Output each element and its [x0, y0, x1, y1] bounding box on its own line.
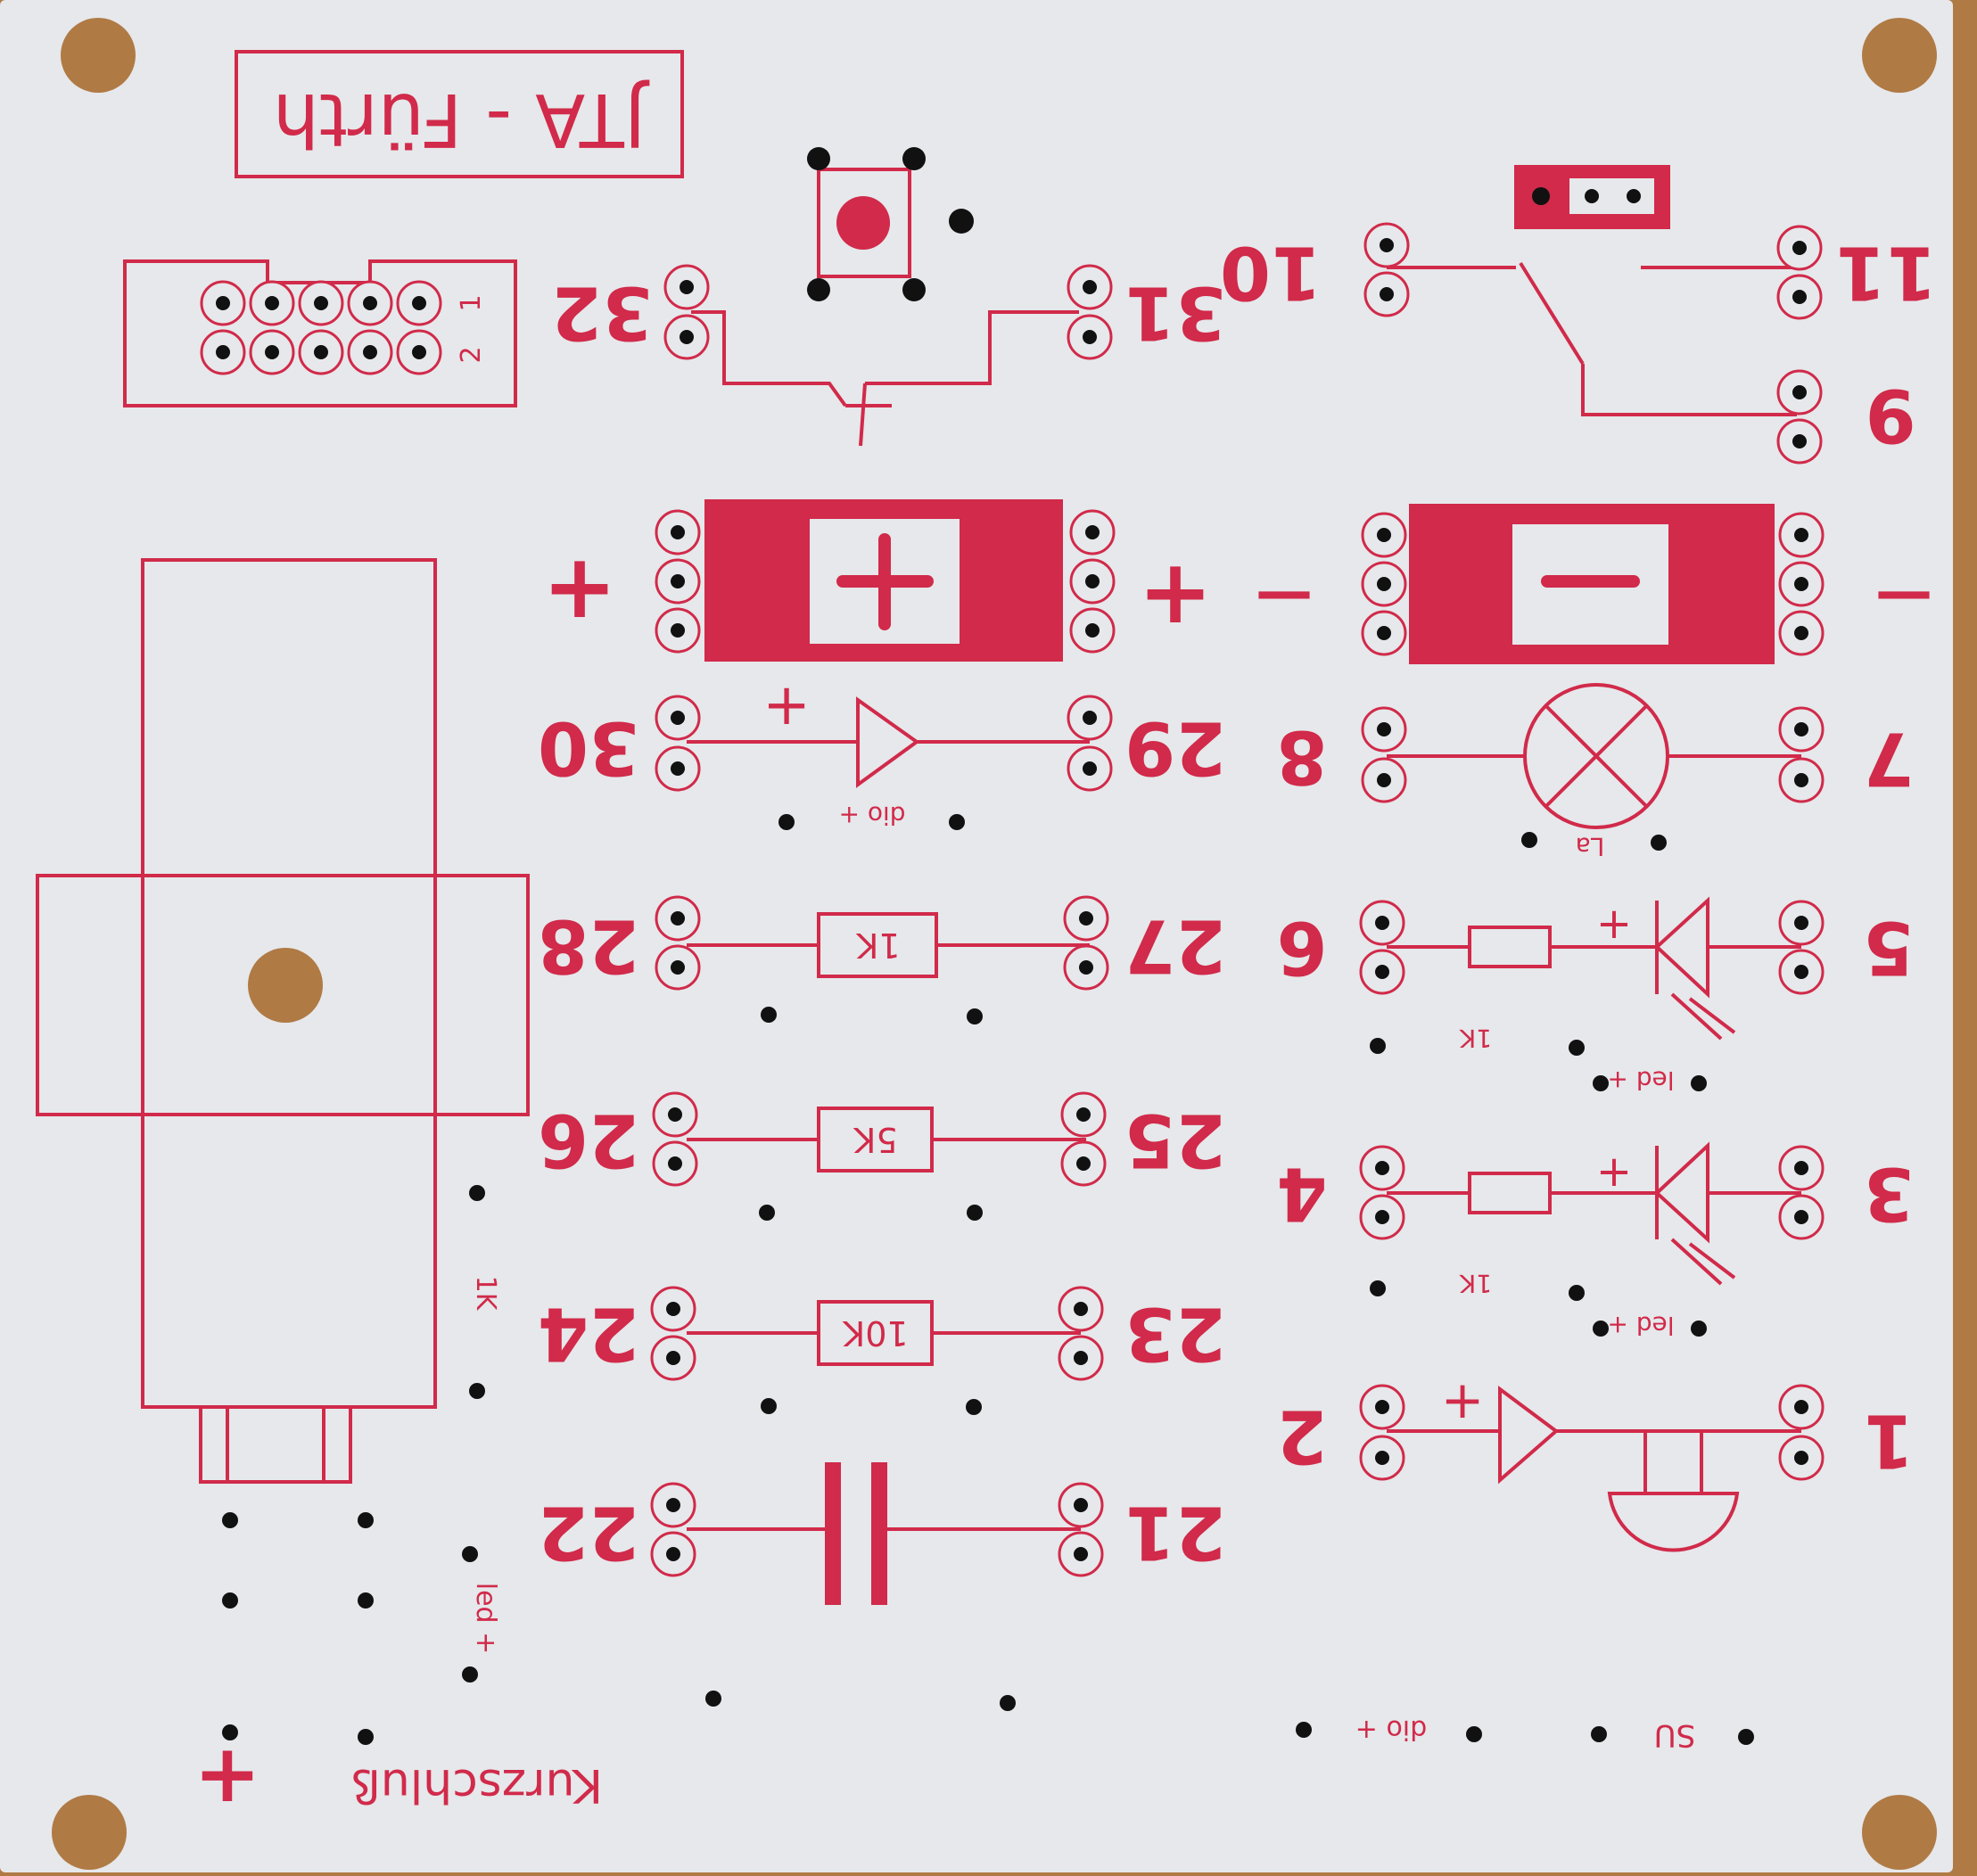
minus-power-block	[1409, 504, 1775, 664]
vias	[222, 209, 1754, 1745]
diode-buzzer-2-1	[1387, 1386, 1801, 1552]
header-outline	[123, 259, 517, 407]
header-pin1-label: 1	[456, 294, 487, 311]
center-hole	[248, 948, 323, 1023]
small-1k-6-5: 1K	[1459, 1024, 1492, 1053]
mounting-hole	[1862, 1795, 1937, 1870]
led-plus-4-3: +	[1596, 1147, 1632, 1197]
kurzschluss-label: Kurzschluß	[351, 1758, 603, 1812]
mounting-hole	[1862, 18, 1937, 93]
plus-bottom-left: +	[194, 1727, 260, 1821]
lamp-8-7	[1387, 683, 1801, 829]
board-title: JTA - Fürth	[273, 77, 650, 161]
r-1k-label: 1K	[855, 926, 900, 965]
resistor-24-23	[687, 1300, 1081, 1366]
dio-label-30-29: dio +	[838, 801, 905, 830]
terminal-26: 26	[538, 1098, 639, 1182]
switch-32-31	[691, 310, 1079, 447]
terminal-24: 24	[538, 1291, 639, 1376]
terminal-32: 32	[551, 270, 653, 355]
capacitor-plate-left	[825, 1462, 841, 1605]
terminal-23: 23	[1124, 1291, 1226, 1376]
header-pin2-label: 2	[456, 346, 487, 363]
minus-label-left: —	[1256, 559, 1313, 625]
dio-label-bottom: dio +	[1355, 1714, 1427, 1745]
terminal-9: 9	[1865, 373, 1915, 457]
pads-plus-left	[655, 509, 701, 654]
terminal-10: 10	[1220, 230, 1322, 315]
terminal-25: 25	[1124, 1098, 1226, 1182]
led-plus-6-5: +	[1596, 899, 1632, 949]
terminal-31: 31	[1124, 270, 1226, 355]
pads-plus-right	[1069, 509, 1116, 654]
terminal-30: 30	[538, 705, 639, 790]
su-label: SU	[1654, 1717, 1695, 1753]
terminal-5: 5	[1863, 905, 1914, 990]
relay-outline	[36, 558, 530, 1484]
plus-label-left: +	[542, 534, 617, 638]
terminal-22: 22	[538, 1490, 639, 1575]
lamp-label: La	[1576, 832, 1605, 861]
plus-label-right: +	[1138, 539, 1213, 644]
title-box	[235, 50, 684, 178]
led-resistor-4-3	[1387, 1141, 1801, 1286]
relay-wiring	[1387, 261, 1797, 416]
small-1k-4-3: 1K	[1459, 1269, 1492, 1298]
terminal-2: 2	[1276, 1394, 1327, 1478]
terminal-3: 3	[1863, 1151, 1914, 1236]
terminal-7: 7	[1863, 716, 1914, 801]
diode-plus-2-1: +	[1441, 1370, 1485, 1430]
led-resistor-6-5	[1387, 896, 1801, 1041]
plus-power-block	[704, 499, 1063, 662]
terminal-11: 11	[1835, 230, 1937, 315]
diode-plus-30-29: +	[762, 672, 811, 738]
terminal-27: 27	[1124, 903, 1226, 988]
diode-30-29	[687, 696, 1090, 788]
capacitor-plate-right	[871, 1462, 887, 1605]
mounting-hole	[61, 18, 136, 93]
terminal-28: 28	[538, 903, 639, 988]
pushbutton-symbol	[807, 147, 926, 301]
terminal-4: 4	[1276, 1151, 1327, 1236]
resistor-28-27	[687, 912, 1090, 978]
relay-contact-symbol	[1514, 165, 1670, 229]
led-label-6-5: led +	[1607, 1066, 1674, 1095]
led-label-left: led +	[470, 1583, 501, 1655]
small-1k-left: 1K	[470, 1276, 501, 1312]
pads-minus-right	[1778, 512, 1825, 656]
terminal-21: 21	[1124, 1490, 1226, 1575]
pads-minus-left	[1361, 512, 1407, 656]
r-5k-label: 5K	[853, 1120, 897, 1159]
r-10k-label: 10K	[842, 1313, 908, 1353]
terminal-1: 1	[1863, 1398, 1914, 1483]
minus-label-right: —	[1875, 559, 1932, 625]
terminal-29: 29	[1124, 705, 1226, 790]
terminal-6: 6	[1276, 905, 1327, 990]
led-label-4-3: led +	[1607, 1311, 1674, 1340]
mounting-hole	[52, 1795, 127, 1870]
resistor-26-25	[687, 1107, 1086, 1172]
terminal-8: 8	[1276, 714, 1327, 799]
